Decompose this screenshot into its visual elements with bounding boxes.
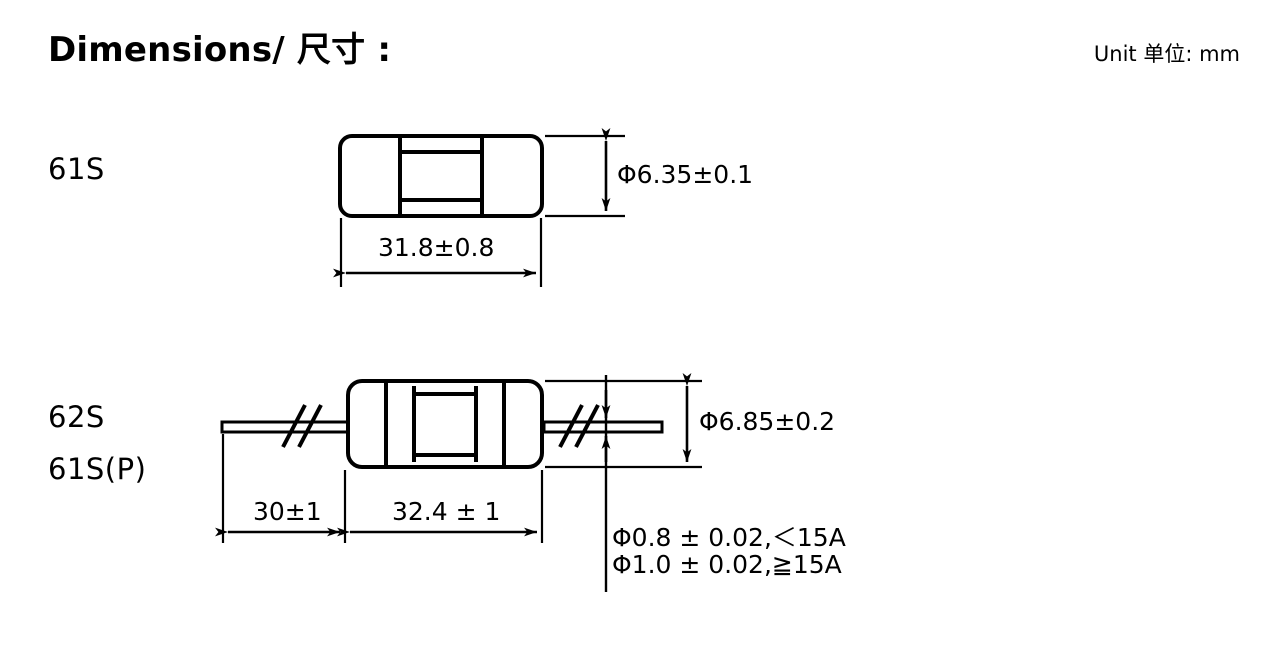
break-slash-left-2: [297, 404, 323, 448]
dimension-62s-lead-length: [215, 434, 347, 543]
dimension-text-body-length: 32.4 ± 1: [392, 497, 501, 526]
dimension-61s-length: [333, 218, 543, 287]
dimension-text-length-61s: 31.8±0.8: [378, 233, 495, 262]
lead-break-symbol-left: [281, 404, 323, 448]
dimension-text-wire-diameter-high: Φ1.0 ± 0.02,≧15A: [612, 550, 842, 579]
break-slash-right-1: [558, 404, 584, 448]
dimension-text-wire-diameter-low: Φ0.8 ± 0.02,＜15A: [612, 523, 846, 552]
part-label-61s: 61S: [48, 152, 105, 186]
dimension-62s-diameter: [545, 373, 702, 469]
page-title: Dimensions/ 尺寸 :: [48, 30, 392, 70]
lead-break-symbol-right: [558, 404, 600, 448]
dimension-62s-body-length: [337, 470, 544, 543]
break-slash-left-1: [281, 404, 307, 448]
dimension-text-diameter-61s: Φ6.35±0.1: [617, 160, 754, 189]
fuse-61s-outline: [338, 134, 544, 218]
fuse-62s-outline: [346, 379, 544, 469]
dimension-61s-diameter: [545, 128, 625, 218]
unit-note: Unit 单位: mm: [1093, 42, 1240, 66]
break-slash-right-2: [574, 404, 600, 448]
dimension-text-lead-length: 30±1: [253, 497, 322, 526]
part-label-62s: 62S: [48, 400, 105, 434]
lead-wire-left: [220, 420, 350, 434]
part-label-61sp: 61S(P): [48, 452, 147, 486]
dimension-text-diameter-62s: Φ6.85±0.2: [699, 407, 836, 436]
lead-wire-right: [542, 420, 664, 434]
fuse-61s-body: [338, 134, 544, 218]
fuse-62s-body: [346, 379, 544, 469]
